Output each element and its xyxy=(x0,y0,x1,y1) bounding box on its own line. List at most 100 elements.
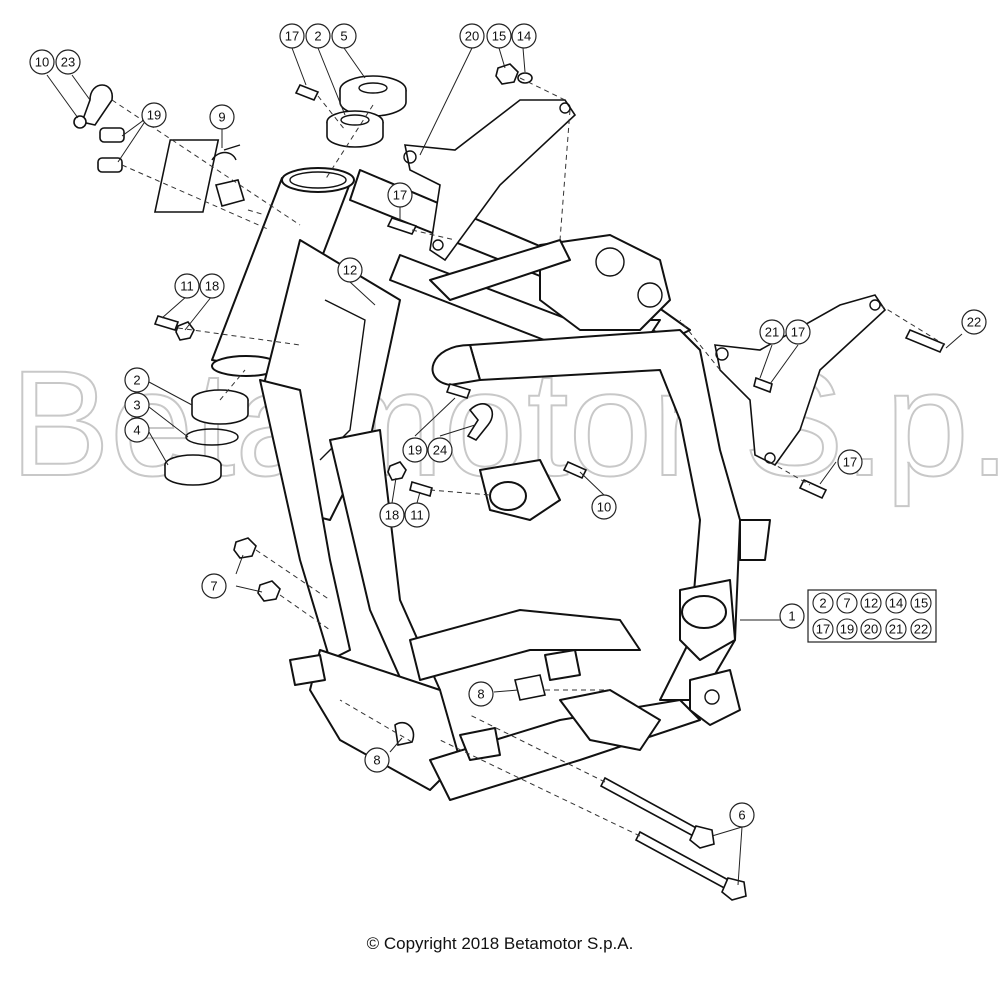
callout: 5 xyxy=(331,23,357,49)
callout: 11 xyxy=(404,502,430,528)
svg-text:11: 11 xyxy=(180,279,194,294)
copyright-notice: © Copyright 2018 Betamotor S.p.A. xyxy=(366,934,634,953)
svg-text:4: 4 xyxy=(133,423,140,438)
svg-text:20: 20 xyxy=(465,29,479,44)
callout: 21 xyxy=(759,319,785,345)
assembly-lines xyxy=(111,77,946,837)
callout: 2 xyxy=(124,367,150,393)
kit-item: 19 xyxy=(836,618,858,640)
nut-parts xyxy=(175,63,533,602)
callout: 24 xyxy=(427,437,453,463)
callout: 18 xyxy=(379,502,405,528)
callout: 10 xyxy=(591,494,617,520)
dust-seal-part xyxy=(339,75,407,117)
kit-item: 14 xyxy=(885,592,907,614)
kit-item: 22 xyxy=(910,618,932,640)
callout: 9 xyxy=(209,104,235,130)
svg-text:24: 24 xyxy=(433,443,447,458)
callout: 4 xyxy=(124,417,150,443)
svg-text:10: 10 xyxy=(35,55,49,70)
svg-text:17: 17 xyxy=(393,188,407,203)
kit-item: 7 xyxy=(836,592,858,614)
svg-text:11: 11 xyxy=(410,508,424,523)
part-callouts: 10 23 19 9 17 2 5 20 15 14 17 12 11 18 2… xyxy=(29,23,987,828)
svg-text:15: 15 xyxy=(492,29,506,44)
callout: 7 xyxy=(201,573,227,599)
bolt-parts xyxy=(153,83,946,500)
callout: 1 xyxy=(779,603,805,629)
svg-text:5: 5 xyxy=(340,29,347,44)
callout: 6 xyxy=(729,802,755,828)
svg-text:6: 6 xyxy=(738,808,745,823)
svg-text:22: 22 xyxy=(967,315,981,330)
o-ring-part xyxy=(185,428,239,446)
svg-text:17: 17 xyxy=(791,325,805,340)
spacer-part-b xyxy=(97,157,123,173)
svg-text:17: 17 xyxy=(285,29,299,44)
callout: 17 xyxy=(387,182,413,208)
callout: 23 xyxy=(55,49,81,75)
callout: 17 xyxy=(837,449,863,475)
svg-text:21: 21 xyxy=(889,622,903,637)
svg-text:19: 19 xyxy=(147,108,161,123)
callout: 19 xyxy=(402,437,428,463)
callout: 11 xyxy=(174,273,200,299)
svg-text:19: 19 xyxy=(840,622,854,637)
kit-contents-box: 2 7 12 14 15 17 19 20 21 22 xyxy=(807,589,937,643)
loose-parts xyxy=(73,63,946,901)
callout: 3 xyxy=(124,392,150,418)
svg-text:19: 19 xyxy=(408,443,422,458)
svg-text:18: 18 xyxy=(205,279,219,294)
svg-text:21: 21 xyxy=(765,325,779,340)
long-bolt-parts xyxy=(599,776,747,901)
svg-text:2: 2 xyxy=(133,373,140,388)
svg-text:10: 10 xyxy=(597,500,611,515)
svg-text:15: 15 xyxy=(914,596,928,611)
upper-bearing-part xyxy=(326,110,384,148)
callout: 19 xyxy=(141,102,167,128)
callout: 14 xyxy=(511,23,537,49)
lower-seal-part xyxy=(164,454,222,486)
svg-text:9: 9 xyxy=(218,110,225,125)
svg-text:17: 17 xyxy=(816,622,830,637)
cage-nut-part-a xyxy=(514,674,546,701)
svg-text:20: 20 xyxy=(864,622,878,637)
spacer-part-a xyxy=(99,127,125,143)
callout: 18 xyxy=(199,273,225,299)
svg-text:7: 7 xyxy=(210,579,217,594)
svg-text:17: 17 xyxy=(843,455,857,470)
hose-clamp-part xyxy=(466,403,494,442)
upper-bracket-plate xyxy=(404,99,577,262)
svg-text:22: 22 xyxy=(914,622,928,637)
callout: 17 xyxy=(279,23,305,49)
callout: 20 xyxy=(459,23,485,49)
lower-bearing-part xyxy=(191,389,249,425)
kit-item: 12 xyxy=(860,592,882,614)
kit-item: 2 xyxy=(812,592,834,614)
svg-text:18: 18 xyxy=(385,508,399,523)
kit-item: 17 xyxy=(812,618,834,640)
svg-text:8: 8 xyxy=(373,753,380,768)
rear-bracket-plate xyxy=(714,294,887,467)
leader-lines xyxy=(46,47,963,886)
svg-text:23: 23 xyxy=(61,55,75,70)
cable-clamp-part xyxy=(80,84,113,126)
svg-text:2: 2 xyxy=(819,596,826,611)
svg-text:14: 14 xyxy=(889,596,903,611)
callout: 17 xyxy=(785,319,811,345)
callout: 22 xyxy=(961,309,987,335)
kit-item: 15 xyxy=(910,592,932,614)
svg-text:7: 7 xyxy=(843,596,850,611)
callout: 12 xyxy=(337,257,363,283)
callout: 8 xyxy=(468,681,494,707)
kit-item: 20 xyxy=(860,618,882,640)
svg-text:1: 1 xyxy=(788,609,795,624)
callout: 15 xyxy=(486,23,512,49)
svg-text:14: 14 xyxy=(517,29,531,44)
svg-text:12: 12 xyxy=(343,263,357,278)
kit-item: 21 xyxy=(885,618,907,640)
callout: 2 xyxy=(305,23,331,49)
lock-set-part xyxy=(153,139,246,213)
callout: 10 xyxy=(29,49,55,75)
